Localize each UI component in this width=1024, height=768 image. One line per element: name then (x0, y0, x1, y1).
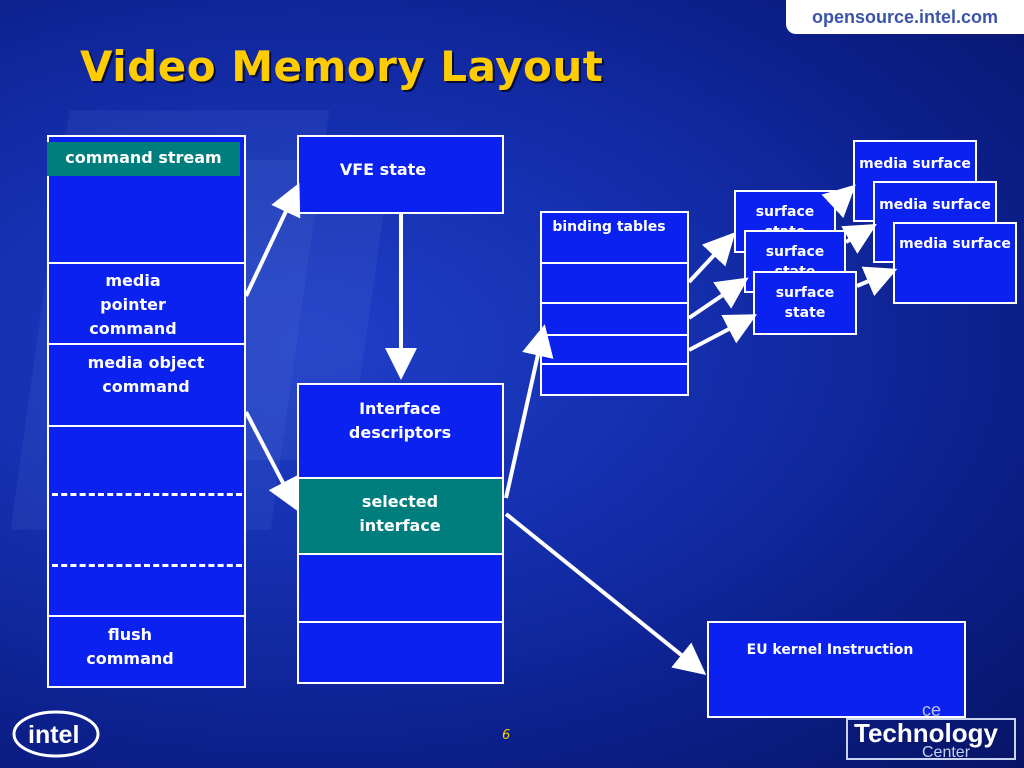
binding-table-row (540, 302, 689, 336)
vfe-state-label: VFE state (339, 160, 427, 179)
slide-number: 6 (502, 728, 511, 743)
tc-logo-border (846, 718, 1016, 760)
media-pointer-command (47, 262, 246, 345)
arrow-pointer-to-vfe (244, 182, 301, 297)
binding-tables-label: binding tables (552, 219, 666, 235)
page-title: Video Memory Layout (80, 42, 604, 91)
selected-interface-label: selected interface (359, 492, 441, 535)
media-pointer-command-label: media pointer command (89, 271, 177, 338)
tc-logo-line2: Technology (854, 718, 998, 748)
svg-text:intel: intel (28, 721, 79, 749)
vfe-state-box (297, 135, 504, 214)
flush-command (47, 615, 246, 688)
interface-descriptors-label: Interface descriptors (348, 399, 452, 442)
selected-interface (297, 477, 504, 555)
flush-command-label: flush command (86, 625, 174, 668)
intel-logo: intel (8, 702, 104, 766)
tc-logo-line3: Center (922, 744, 971, 761)
interface-descriptor-slot (297, 621, 504, 684)
command-stream-block (47, 425, 246, 617)
dashed-divider (52, 493, 242, 496)
eu-kernel-box (707, 621, 966, 718)
command-stream-label: command stream (47, 142, 240, 176)
site-url: opensource.intel.com (786, 0, 1024, 34)
media-object-command (47, 343, 246, 427)
surface-state-box: surface state (753, 271, 857, 335)
arrow-surface-to-media-3 (856, 266, 898, 297)
binding-table-row (540, 363, 689, 396)
eu-kernel-label: EU kernel Instruction (746, 642, 914, 658)
arrow-object-to-selected (244, 411, 298, 512)
media-surface-box: media surface (893, 222, 1017, 304)
arrow-selected-to-kernel (504, 512, 707, 676)
arrow-binding-to-surface-1 (687, 232, 736, 284)
arrow-surface-to-media-2 (841, 223, 877, 254)
media-object-command-label: media object command (87, 353, 205, 396)
dashed-divider (52, 564, 242, 567)
arrow-binding-to-surface-3 (688, 314, 758, 352)
technology-center-logo: ce Technology Center (842, 696, 1024, 768)
arrow-binding-to-surface-2 (687, 277, 749, 320)
arrow-selected-to-binding (504, 324, 554, 499)
tc-logo-line1: ce (922, 700, 942, 720)
arrow-surface-to-media-1 (821, 184, 856, 219)
